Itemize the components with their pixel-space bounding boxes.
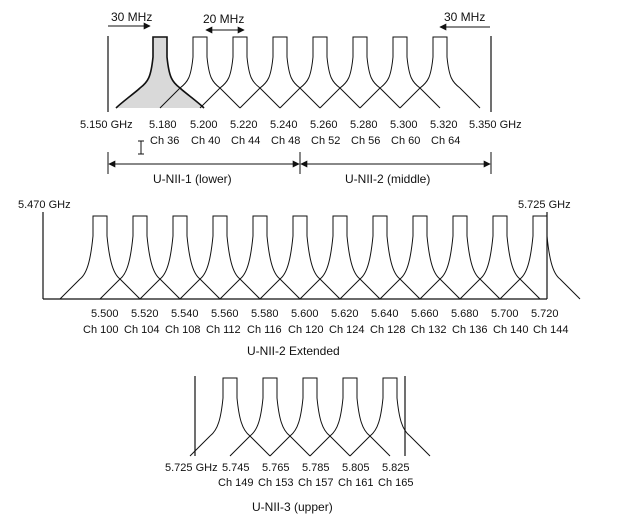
- channel-lobes-unii-2e: [59, 215, 581, 300]
- freq-label: 5.300: [390, 119, 418, 131]
- channel-lobe: [359, 36, 441, 109]
- channel-lobe: [349, 377, 431, 457]
- channel-label: Ch 104: [124, 324, 159, 336]
- span-right-label: 30 MHz: [444, 10, 485, 24]
- channel-label: Ch 120: [288, 324, 323, 336]
- channel-lobe: [419, 215, 501, 300]
- channel-lobe: [499, 215, 581, 300]
- freq-label: 5.560: [211, 308, 239, 320]
- unii-1-2-section: 30 MHz 20 MHz 30 MHz 5.150 GHz 5.180 5.2…: [80, 10, 522, 186]
- channel-label: Ch 48: [271, 135, 300, 147]
- channel-label: Ch 108: [165, 324, 200, 336]
- freq-label: 5.540: [171, 308, 199, 320]
- freq-label: 5.180: [149, 119, 177, 131]
- channel-label: Ch 40: [191, 135, 220, 147]
- channel-label: Ch 153: [258, 477, 293, 489]
- freq-label: 5.320: [430, 119, 458, 131]
- channel-label: Ch 140: [493, 324, 528, 336]
- channel-lobe: [115, 36, 205, 109]
- channel-lobe: [139, 215, 221, 300]
- channel-lobe: [159, 36, 241, 109]
- channel-lobe: [459, 215, 541, 300]
- span-left-label: 30 MHz: [111, 10, 152, 24]
- freq-label: 5.660: [411, 308, 439, 320]
- text-cursor-icon: [138, 140, 144, 155]
- edge-label-right: 5.725 GHz: [518, 199, 571, 211]
- freq-label: 5.220: [230, 119, 258, 131]
- freq-label: 5.500: [91, 308, 119, 320]
- unii-2e-section: 5.470 GHz 5.725 GHz 5.500 5.520 5.540 5.…: [18, 199, 581, 358]
- channel-label: Ch 136: [452, 324, 487, 336]
- channel-lobe: [59, 215, 141, 300]
- channel-label: Ch 161: [338, 477, 373, 489]
- channel-lobe: [189, 377, 271, 457]
- channel-label: Ch 157: [298, 477, 333, 489]
- span-center-label: 20 MHz: [203, 12, 244, 26]
- channel-lobe: [229, 377, 311, 457]
- freq-label: 5.620: [331, 308, 359, 320]
- channel-lobe: [299, 215, 381, 300]
- freq-label: 5.745: [222, 462, 250, 474]
- channel-label: Ch 44: [231, 135, 260, 147]
- channel-lobes-unii-3: [189, 377, 431, 457]
- freq-label: 5.520: [131, 308, 159, 320]
- channel-lobe: [399, 36, 481, 109]
- channel-lobe: [179, 215, 261, 300]
- freq-label-start: 5.150 GHz: [80, 119, 133, 131]
- freq-label: 5.280: [350, 119, 378, 131]
- freq-label-start: 5.725 GHz: [165, 462, 218, 474]
- freq-label: 5.240: [270, 119, 298, 131]
- freq-label: 5.200: [190, 119, 218, 131]
- channel-lobes-unii-1-2: [115, 36, 481, 109]
- unii-2-band-label: U-NII-2 (middle): [345, 172, 430, 186]
- channel-label: Ch 132: [411, 324, 446, 336]
- channel-label: Ch 36: [150, 135, 179, 147]
- unii-1-band-label: U-NII-1 (lower): [153, 172, 232, 186]
- freq-label: 5.720: [531, 308, 559, 320]
- freq-label: 5.640: [371, 308, 399, 320]
- channel-lobe: [269, 377, 351, 457]
- channel-label: Ch 124: [329, 324, 364, 336]
- freq-label: 5.260: [310, 119, 338, 131]
- channel-label: Ch 144: [533, 324, 568, 336]
- channel-label: Ch 56: [351, 135, 380, 147]
- freq-label: 5.700: [491, 308, 519, 320]
- channel-lobe: [99, 215, 181, 300]
- freq-label-end: 5.350 GHz: [469, 119, 522, 131]
- freq-label: 5.680: [451, 308, 479, 320]
- freq-label: 5.600: [291, 308, 319, 320]
- freq-label: 5.785: [302, 462, 330, 474]
- edge-label-left: 5.470 GHz: [18, 199, 71, 211]
- channel-lobe: [199, 36, 281, 109]
- freq-label: 5.805: [342, 462, 370, 474]
- channel-lobe: [259, 215, 341, 300]
- channel-label: Ch 116: [247, 324, 282, 336]
- channel-label: Ch 60: [391, 135, 420, 147]
- channel-lobe: [239, 36, 321, 109]
- freq-label: 5.825: [382, 462, 410, 474]
- freq-label: 5.580: [251, 308, 279, 320]
- channel-label: Ch 149: [218, 477, 253, 489]
- channel-lobe: [279, 36, 361, 109]
- channel-lobe: [219, 215, 301, 300]
- channel-label: Ch 165: [378, 477, 413, 489]
- channel-label: Ch 112: [206, 324, 241, 336]
- unii-2e-band-label: U-NII-2 Extended: [247, 344, 340, 358]
- unii-3-band-label: U-NII-3 (upper): [252, 500, 333, 514]
- channel-lobe: [319, 36, 401, 109]
- channel-lobe: [379, 215, 461, 300]
- freq-label: 5.765: [262, 462, 290, 474]
- channel-lobe: [309, 377, 391, 457]
- channel-lobe: [339, 215, 421, 300]
- channel-label: Ch 100: [83, 324, 118, 336]
- channel-label: Ch 52: [311, 135, 340, 147]
- channel-label: Ch 128: [370, 324, 405, 336]
- channel-label: Ch 64: [431, 135, 460, 147]
- unii-3-section: 5.725 GHz 5.745 5.765 5.785 5.805 5.825 …: [165, 376, 431, 514]
